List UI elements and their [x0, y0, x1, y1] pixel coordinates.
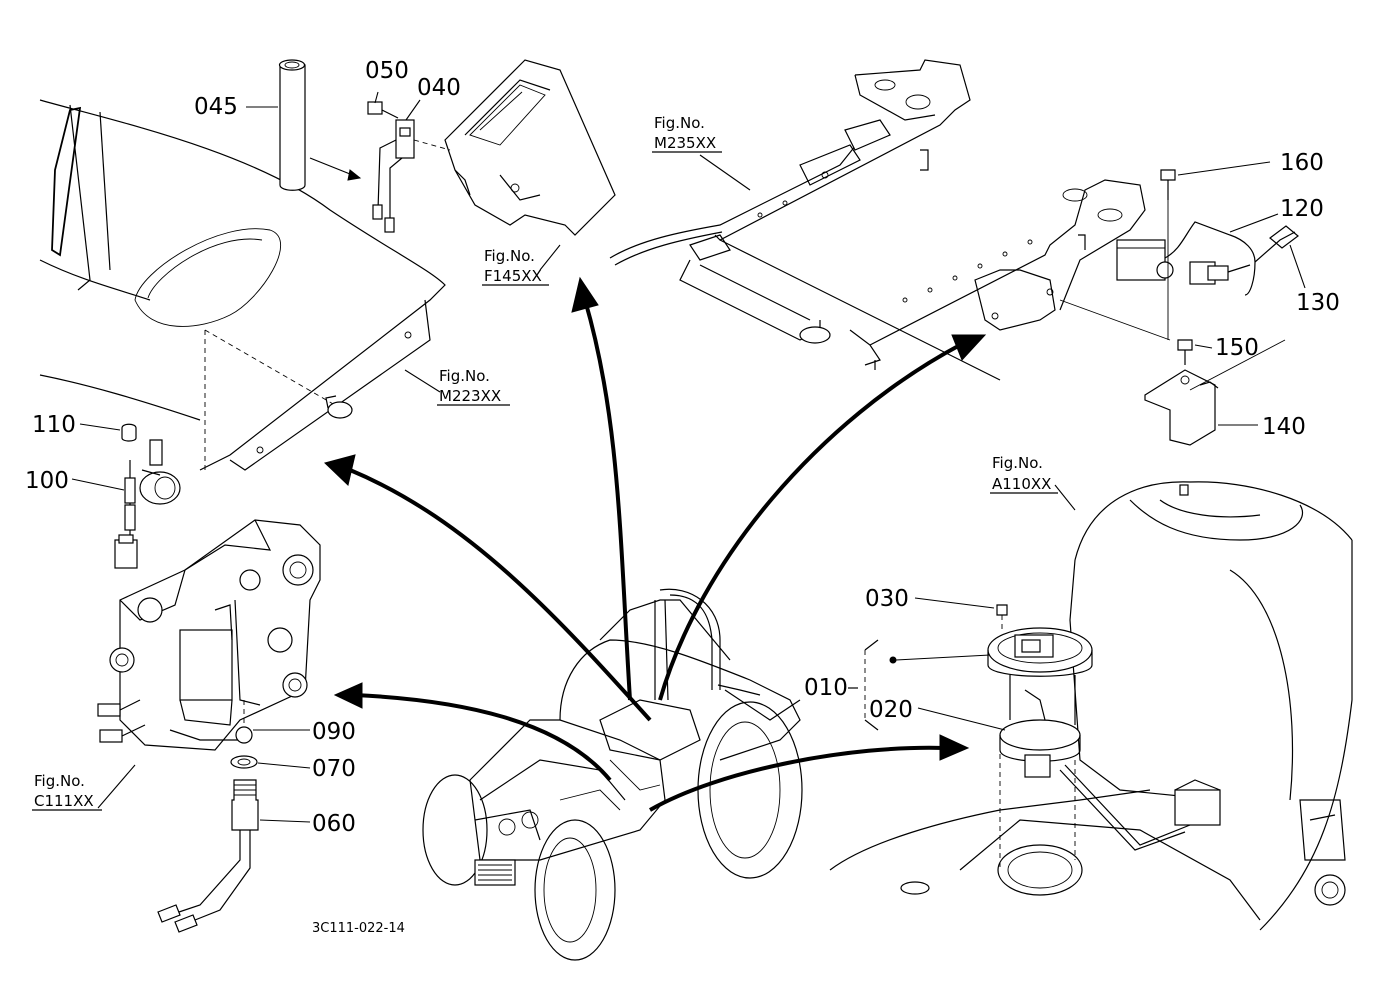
valve-block-c111-drawing [97, 519, 321, 751]
callout-130: 130 [1296, 290, 1340, 316]
callout-010: 010 [804, 675, 848, 701]
fig-ref-label-m223: Fig.No. [439, 367, 490, 385]
callout-150: 150 [1215, 335, 1259, 361]
callout-070: 070 [312, 756, 356, 782]
bracket-140-drawing [1144, 339, 1286, 446]
callout-100: 100 [25, 468, 69, 494]
figure-ref-leaders [32, 151, 1076, 811]
fig-ref-label-f145: Fig.No. [484, 247, 535, 265]
fitting-060-drawing [157, 700, 311, 933]
callout-110: 110 [32, 412, 76, 438]
fig-ref-code-m223: M223XX [439, 387, 501, 405]
fig-ref-code-a110: A110XX [992, 475, 1051, 493]
drawing-code: 3C111-022-14 [312, 921, 405, 936]
callout-020: 020 [869, 697, 913, 723]
callout-160: 160 [1280, 150, 1324, 176]
callout-045: 045 [194, 94, 238, 120]
frame-bolt-holes [757, 200, 1033, 303]
callout-030: 030 [865, 586, 909, 612]
fig-ref-code-m235: M235XX [654, 134, 716, 152]
callout-140: 140 [1262, 414, 1306, 440]
fig-ref-code-f145: F145XX [484, 267, 542, 285]
fig-ref-label-a110: Fig.No. [992, 454, 1043, 472]
callout-050: 050 [365, 58, 409, 84]
fig-ref-label-c111: Fig.No. [34, 772, 85, 790]
fuel-pump-010-drawing [848, 597, 1191, 870]
bracket-f145-drawing [444, 59, 616, 236]
callout-090: 090 [312, 719, 356, 745]
callout-120: 120 [1280, 196, 1324, 222]
frame-m235-drawing [609, 59, 1146, 381]
sensor-100-drawing [71, 423, 181, 569]
fig-ref-code-c111: C111XX [34, 792, 94, 810]
tractor-drawing [422, 588, 803, 961]
tube-045-drawing [246, 59, 362, 191]
callout-040: 040 [417, 75, 461, 101]
switch-040-drawing [367, 91, 451, 233]
hood-panel-drawing [39, 99, 446, 471]
callout-060: 060 [312, 811, 356, 837]
fuel-tank-a110-drawing [829, 481, 1353, 931]
location-arrows [324, 276, 987, 812]
harness-120-drawing [1059, 161, 1306, 341]
fig-ref-label-m235: Fig.No. [654, 114, 705, 132]
